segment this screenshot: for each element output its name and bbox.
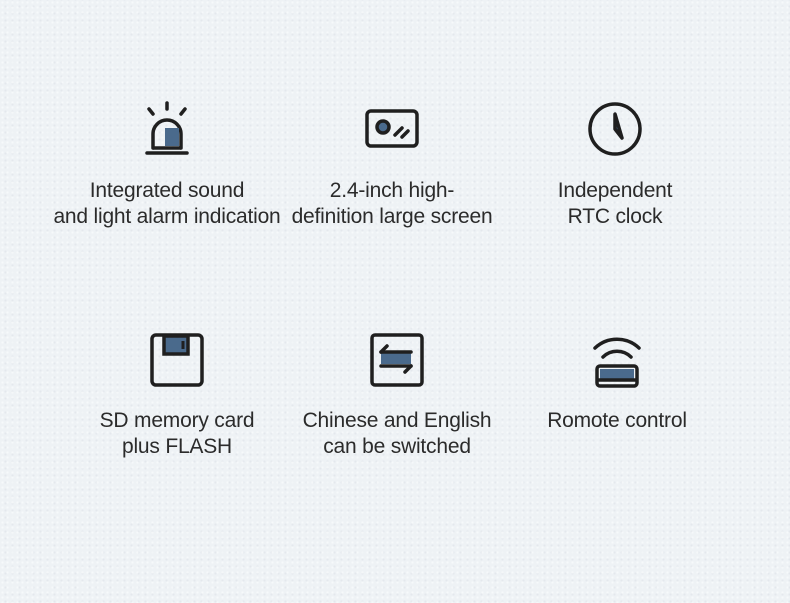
language-switch-icon (367, 330, 427, 390)
feature-alarm-label: Integrated sound and light alarm indicat… (53, 179, 281, 228)
feature-remote: Romote control (492, 330, 742, 434)
feature-sd-card: SD memory card plus FLASH (52, 330, 302, 460)
sd-card-icon (147, 330, 207, 390)
feature-language-label: Chinese and English can be switched (302, 409, 492, 458)
feature-screen: 2.4-inch high- definition large screen (267, 100, 517, 230)
clock-icon (585, 100, 645, 160)
feature-screen-label: 2.4-inch high- definition large screen (291, 179, 493, 228)
feature-language: Chinese and English can be switched (272, 330, 522, 460)
feature-alarm: Integrated sound and light alarm indicat… (42, 100, 292, 230)
screen-icon (362, 100, 422, 160)
feature-clock-label: Independent RTC clock (557, 179, 673, 228)
remote-control-icon (587, 330, 647, 390)
feature-clock: Independent RTC clock (490, 100, 740, 230)
feature-sd-card-label: SD memory card plus FLASH (99, 409, 255, 458)
alarm-light-icon (137, 100, 197, 160)
feature-remote-label: Romote control (547, 409, 687, 432)
